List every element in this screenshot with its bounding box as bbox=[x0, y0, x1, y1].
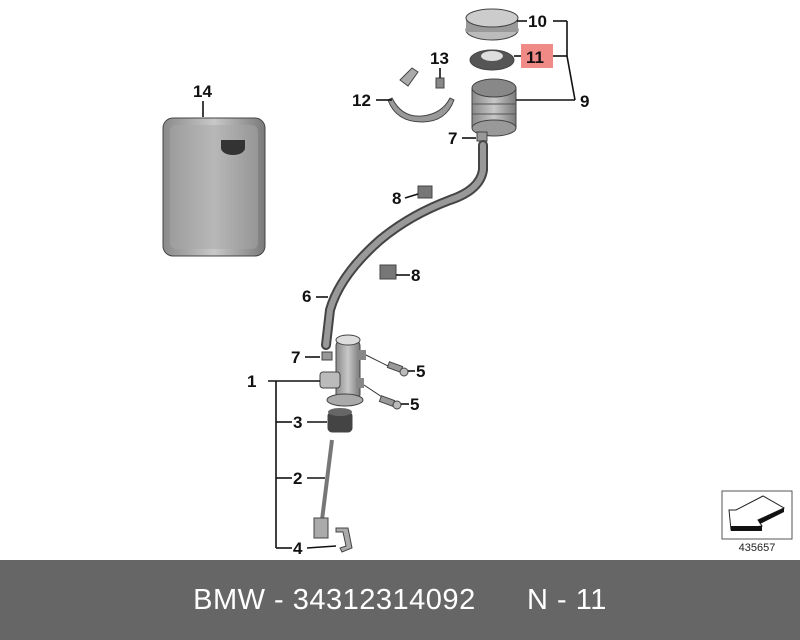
grommet-part[interactable] bbox=[417, 185, 433, 199]
callout-5-upper[interactable]: 5 bbox=[416, 362, 425, 381]
reservoir-part[interactable] bbox=[471, 78, 517, 137]
hose-clamp-part[interactable] bbox=[476, 131, 488, 142]
bracket-part[interactable] bbox=[387, 67, 455, 123]
callout-1[interactable]: 1 bbox=[247, 372, 256, 391]
callout-7-upper[interactable]: 7 bbox=[448, 129, 457, 148]
callout-8-lower[interactable]: 8 bbox=[411, 266, 420, 285]
diaphragm-seal-part[interactable] bbox=[469, 49, 515, 71]
clip-part[interactable] bbox=[335, 527, 353, 553]
callout-4[interactable]: 4 bbox=[293, 539, 303, 558]
callout-5-lower[interactable]: 5 bbox=[410, 395, 419, 414]
footer-bar: BMW - 34312314092 N - 11 bbox=[0, 560, 800, 640]
footer-part-number: 34312314092 bbox=[292, 583, 476, 616]
push-rod-part[interactable] bbox=[313, 439, 334, 539]
hose-clamp-part[interactable] bbox=[321, 351, 333, 361]
grommet-part[interactable] bbox=[379, 264, 397, 280]
footer-position: N - 11 bbox=[527, 583, 607, 616]
callout-9[interactable]: 9 bbox=[580, 92, 589, 111]
highlight-box bbox=[521, 44, 553, 68]
master-cylinder-part[interactable] bbox=[319, 334, 366, 407]
bolt-part[interactable] bbox=[363, 384, 402, 410]
bolt-part[interactable] bbox=[365, 354, 409, 377]
diagram-number: 435657 bbox=[739, 542, 776, 554]
footer-gap bbox=[476, 584, 527, 617]
callout-6[interactable]: 6 bbox=[302, 287, 311, 306]
callout-12[interactable]: 12 bbox=[352, 91, 371, 110]
callout-3[interactable]: 3 bbox=[293, 413, 302, 432]
parts-diagram: 14 12 13 10 11 9 7 6 8 bbox=[162, 8, 793, 558]
callout-8-upper[interactable]: 8 bbox=[392, 189, 401, 208]
hose-part[interactable] bbox=[321, 140, 488, 350]
footer-separator: - bbox=[265, 583, 293, 616]
callout-2[interactable]: 2 bbox=[293, 469, 302, 488]
boot-seal-part[interactable] bbox=[327, 408, 353, 433]
callout-13[interactable]: 13 bbox=[430, 49, 449, 68]
callout-10[interactable]: 10 bbox=[528, 12, 547, 31]
reservoir-cap-part[interactable] bbox=[465, 8, 519, 41]
callout-7-lower[interactable]: 7 bbox=[291, 348, 300, 367]
callout-11[interactable]: 11 bbox=[526, 48, 544, 67]
callout-14[interactable]: 14 bbox=[193, 82, 212, 101]
fluid-canister-part[interactable] bbox=[162, 117, 266, 257]
footer-brand: BMW bbox=[193, 583, 266, 616]
back-arrow-icon[interactable] bbox=[721, 490, 793, 540]
